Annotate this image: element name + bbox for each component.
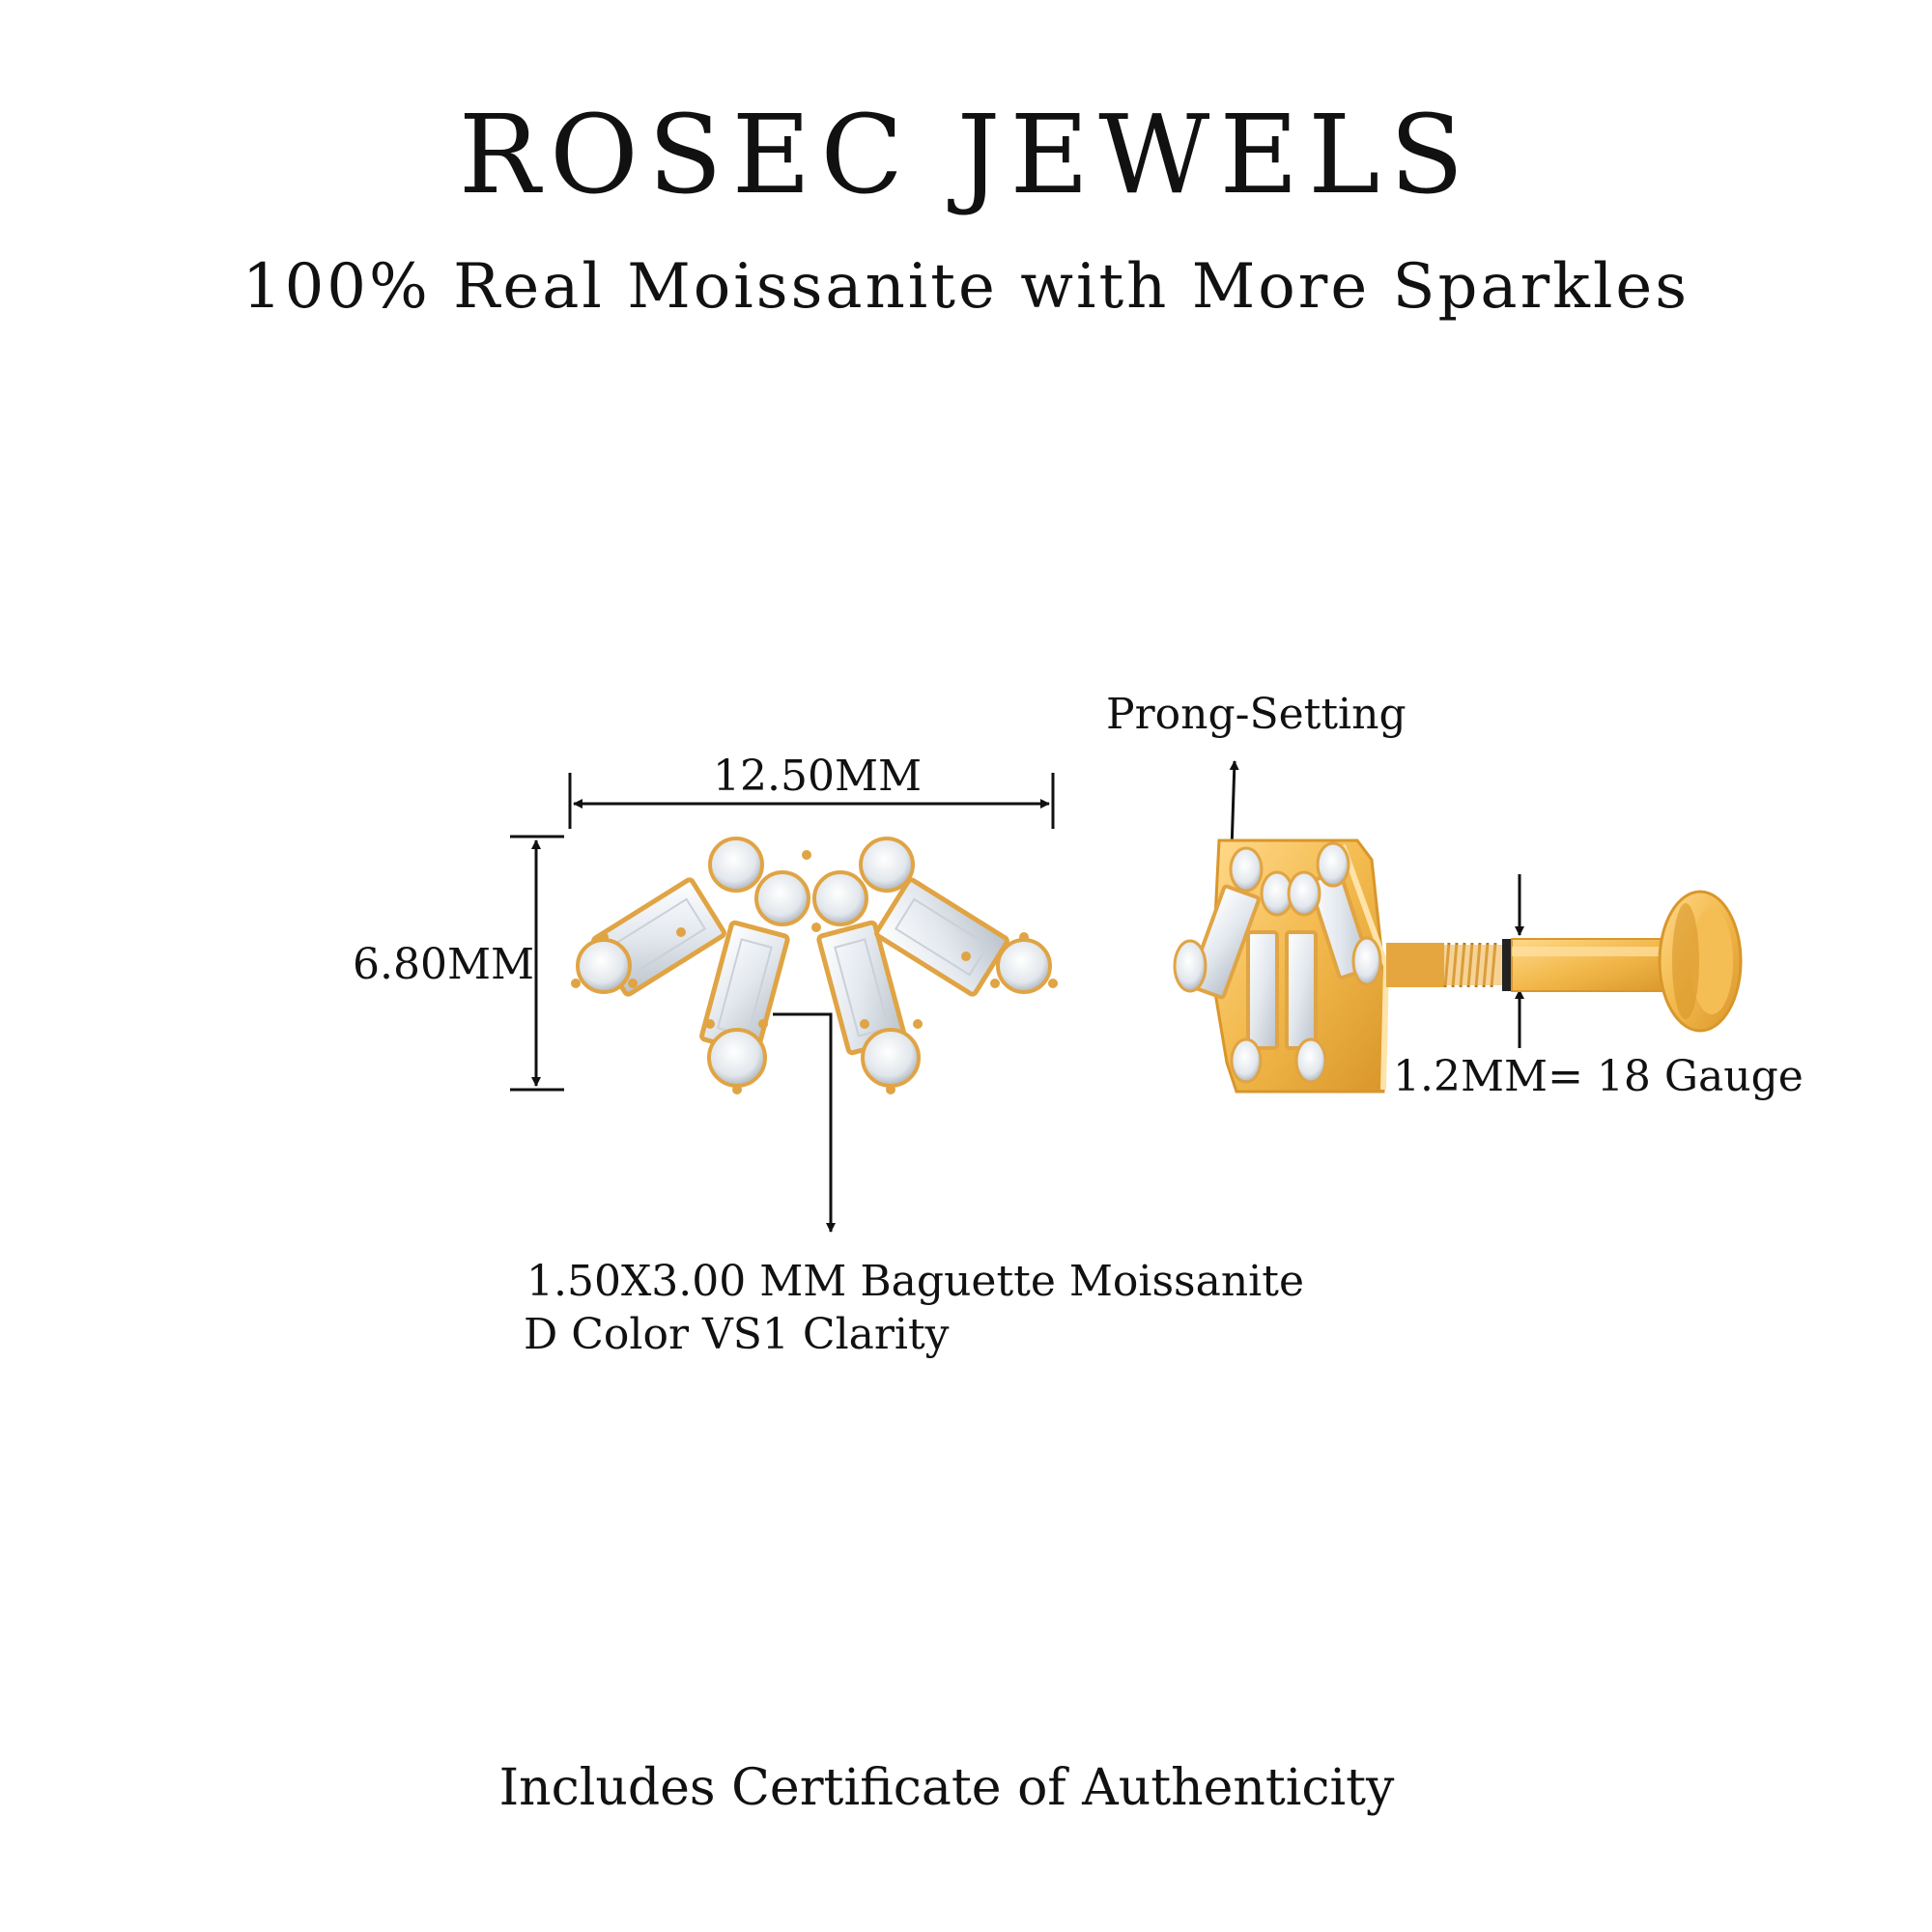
prongs (571, 850, 1058, 1094)
earring-side-view (1173, 838, 1743, 1094)
prong-setting-label: Prong-Setting (1106, 690, 1406, 739)
threaded-post (1386, 938, 1679, 992)
stone-spec-leader (773, 1012, 836, 1233)
stone-grade-label: D Color VS1 Clarity (524, 1310, 950, 1359)
prong-setting-arrow (1229, 760, 1239, 851)
height-dimension-line (510, 835, 564, 1092)
brand-title: ROSEC JEWELS (458, 93, 1474, 218)
tagline: 100% Real Moissanite with More Sparkles (242, 251, 1690, 323)
height-dimension-label: 6.80MM (353, 940, 535, 989)
baguette-stone (874, 877, 1009, 997)
baguette-stone (1187, 870, 1373, 1050)
certificate-note: Includes Certificate of Authenticity (498, 1759, 1395, 1817)
width-dimension-label: 12.50MM (713, 752, 923, 801)
flat-disc-back (1658, 890, 1743, 1033)
gauge-label: 1.2MM= 18 Gauge (1393, 1052, 1804, 1101)
round-stone (1173, 841, 1382, 1084)
round-stone (576, 837, 1052, 1088)
earring-front-view (571, 837, 1058, 1094)
width-dimension-line (568, 773, 1055, 829)
stone-spec-label: 1.50X3.00 MM Baguette Moissanite (526, 1257, 1304, 1306)
